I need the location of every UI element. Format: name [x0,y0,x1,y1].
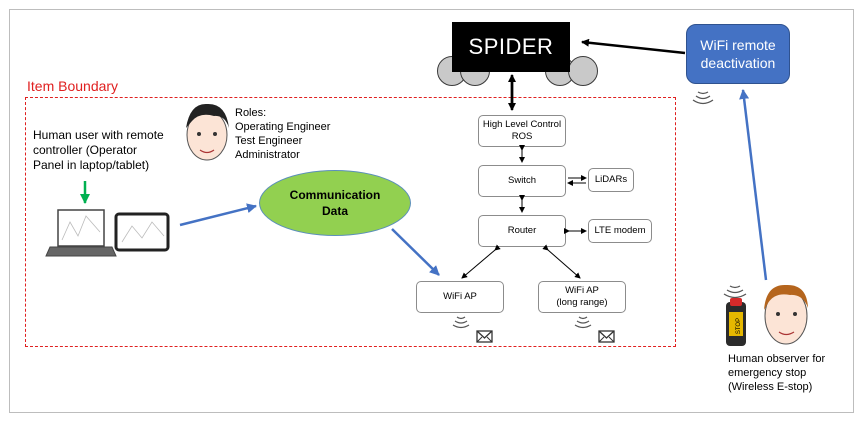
diagram-frame [9,9,854,413]
human-user-label: Human user with remote controller (Opera… [33,128,164,173]
role-item: Operating Engineer [235,121,331,133]
wifi-ap-label: WiFi AP [443,291,477,302]
face-icon [186,103,229,161]
lidars-box: LiDARs [588,168,634,192]
communication-data-ellipse: Communication Data [259,170,411,236]
envelope-icon [598,330,615,343]
comm-line1: Communication [289,188,381,202]
human-observer-label: Human observer for emergency stop (Wirel… [728,352,825,394]
wifi-remote-deactivation-box: WiFi remote deactivation [686,24,790,84]
observer-to-wifi-arrow [739,89,768,281]
envelope-icon [476,330,493,343]
hlc-line2: ROS [511,131,533,142]
lte-modem-box: LTE modem [588,219,652,243]
wifi-signal-icon [692,91,714,105]
hlc-line1: High Level Control [482,119,562,130]
human-user-line3: Panel in laptop/tablet) [33,158,150,172]
router-wifiap-arrow [461,244,501,279]
wifi-ap-box: WiFi AP [416,281,504,313]
router-label: Router [507,225,537,236]
roles-list: Roles: Operating Engineer Test Engineer … [235,106,330,162]
observer-line1: Human observer for [728,353,826,365]
comm-line2: Data [321,204,348,218]
observer-line3: (Wireless E-stop) [728,381,813,393]
human-user-line1: Human user with remote [33,128,164,142]
wifi-ap-long-line2: (long range) [556,297,608,308]
comm-to-wifiap-arrow [391,228,440,276]
switch-box: Switch [478,165,566,197]
high-level-control-box: High Level Control ROS [478,115,566,147]
observer-line2: emergency stop [728,367,807,379]
roles-title: Roles: [235,107,267,119]
router-box: Router [478,215,566,247]
wifi-ap-long-range-box: WiFi AP (long range) [538,281,626,313]
item-boundary-label: Item Boundary [27,78,119,94]
laptop-icon [45,209,117,257]
spider-label: SPIDER [468,34,554,59]
switch-label: Switch [508,175,536,186]
face-icon [764,284,808,345]
tablet-icon [114,212,170,252]
human-user-line2: controller (Operator [33,143,138,157]
wifi-remote-line2: deactivation [700,55,776,71]
wifi-to-spider-arrow [581,38,686,55]
estop-label: STOP [736,318,742,334]
devices-to-comm-arrow [179,203,257,227]
lidars-label: LiDARs [594,174,628,185]
wifi-signal-icon [452,316,470,329]
spider-robot: SPIDER [452,22,570,72]
router-wifiap-long-arrow [542,244,581,279]
wifi-signal-icon [723,285,747,299]
estop-remote-icon [726,298,746,346]
item-boundary [25,97,676,347]
role-item: Administrator [235,149,300,161]
wifi-ap-long-line1: WiFi AP [565,285,599,296]
role-item: Test Engineer [235,135,303,147]
lte-modem-label: LTE modem [594,225,646,236]
wifi-signal-icon [574,316,592,329]
wifi-remote-line1: WiFi remote [700,37,776,53]
